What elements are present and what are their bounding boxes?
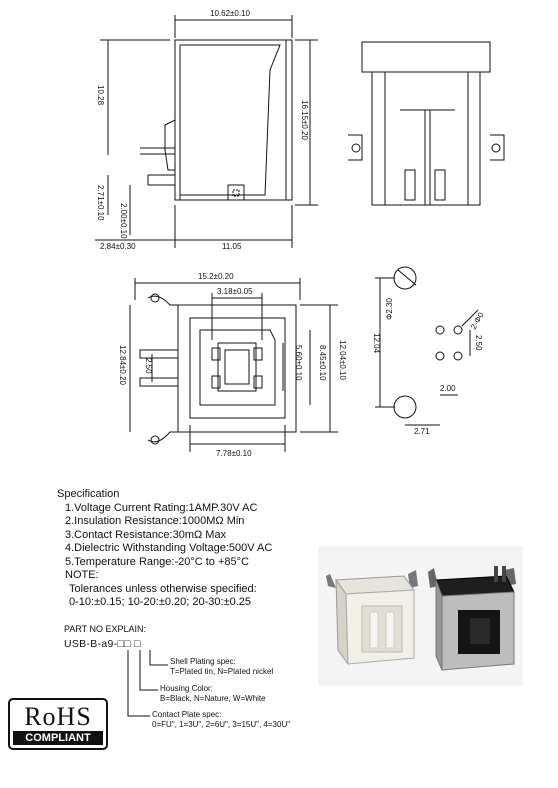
dim-318: 3.18±0.05 [217,287,253,296]
dim-top-height-left: 10.28 [96,85,105,106]
dim-845: 8.45±0.10 [318,345,327,381]
contact-plate-title: Contact Plate spec: [152,710,222,719]
dim-284: 2.84±0.30 [100,242,136,251]
part-number: USB-B-a9-□□ □ [64,638,141,650]
spec-item-2: 2.Insulation Resistance:1000MΩ Min [65,515,245,527]
dim-pcb-200: 2.00 [440,384,456,393]
product-photo [318,546,523,686]
dim-778: 7.78±0.10 [216,449,252,458]
housing-color-title: Housing Color: [160,684,213,693]
dim-200: 2.00±0.10 [119,203,128,239]
side-view [95,15,318,248]
tolerance-heading: Tolerances unless otherwise specified: [69,582,257,595]
specification-block: Specification 1.Voltage Current Rating:1… [57,488,357,610]
dim-hole-big: Φ2.30 [385,297,394,320]
housing-color-values: B=Black, N=Nature, W=White [160,694,266,703]
rohs-logo: RoHS COMPLIANT [8,698,108,750]
note-heading: NOTE: [65,569,99,581]
dim-1204: 12.04±0.10 [338,340,347,381]
part-heading: PART NO EXPLAIN: [64,624,147,634]
contact-plate-values: 0=FU", 1=3U", 2=6U", 3=15U", 4=30U" [152,720,291,729]
contact-plate: Contact Plate spec: 0=FU", 1=3U", 2=6U",… [152,710,290,730]
end-view [348,41,505,206]
dim-pcb-271: 2.71 [414,427,430,436]
pcb-layout [375,266,479,426]
dim-1105: 11.05 [222,242,242,251]
technical-drawing: 10.62±0.10 10.28 16.15±0.20 2.71±0.10 2.… [95,9,505,458]
rohs-compliant-text: COMPLIANT [13,731,103,745]
dim-pcb-250: 2.50 [474,335,483,351]
tolerance-values: 0-10:±0.15; 10-20:±0.20; 20-30:±0.25 [69,596,252,608]
spec-heading: Specification [57,488,120,500]
shell-plating: Shell Plating spec: T=Plated tin, N=Plat… [170,657,273,677]
dim-271: 2.71±0.10 [96,185,105,221]
rohs-text: RoHS [24,702,92,731]
dim-250: 2.50 [144,358,153,374]
dim-front-width: 15.2±0.20 [198,272,234,281]
shell-plating-values: T=Plated tin, N=Plated nickel [170,667,274,676]
dim-1284: 12.84±0.20 [118,345,127,386]
spec-item-1: 1.Voltage Current Rating:1AMP.30V AC [65,501,258,514]
shell-plating-title: Shell Plating spec: [170,657,236,666]
front-view [129,278,338,452]
dim-top-height-right: 16.15±0.20 [300,100,309,141]
dim-top-width: 10.62±0.10 [210,9,251,18]
spec-item-3: 3.Contact Resistance:30mΩ Max [65,528,227,541]
dim-pcb-1204: 12.04 [372,333,381,354]
spec-item-4: 4.Dielectric Withstanding Voltage:500V A… [65,542,273,554]
product-photo-svg [326,566,516,671]
dim-560: 5.60±0.10 [294,345,303,381]
spec-item-5: 5.Temperature Range:-20°C to +85°C [65,555,249,568]
housing-color: Housing Color: B=Black, N=Nature, W=Whit… [160,684,266,704]
drawing-svg: 10.62±0.10 10.28 16.15±0.20 2.71±0.10 2.… [95,9,505,458]
